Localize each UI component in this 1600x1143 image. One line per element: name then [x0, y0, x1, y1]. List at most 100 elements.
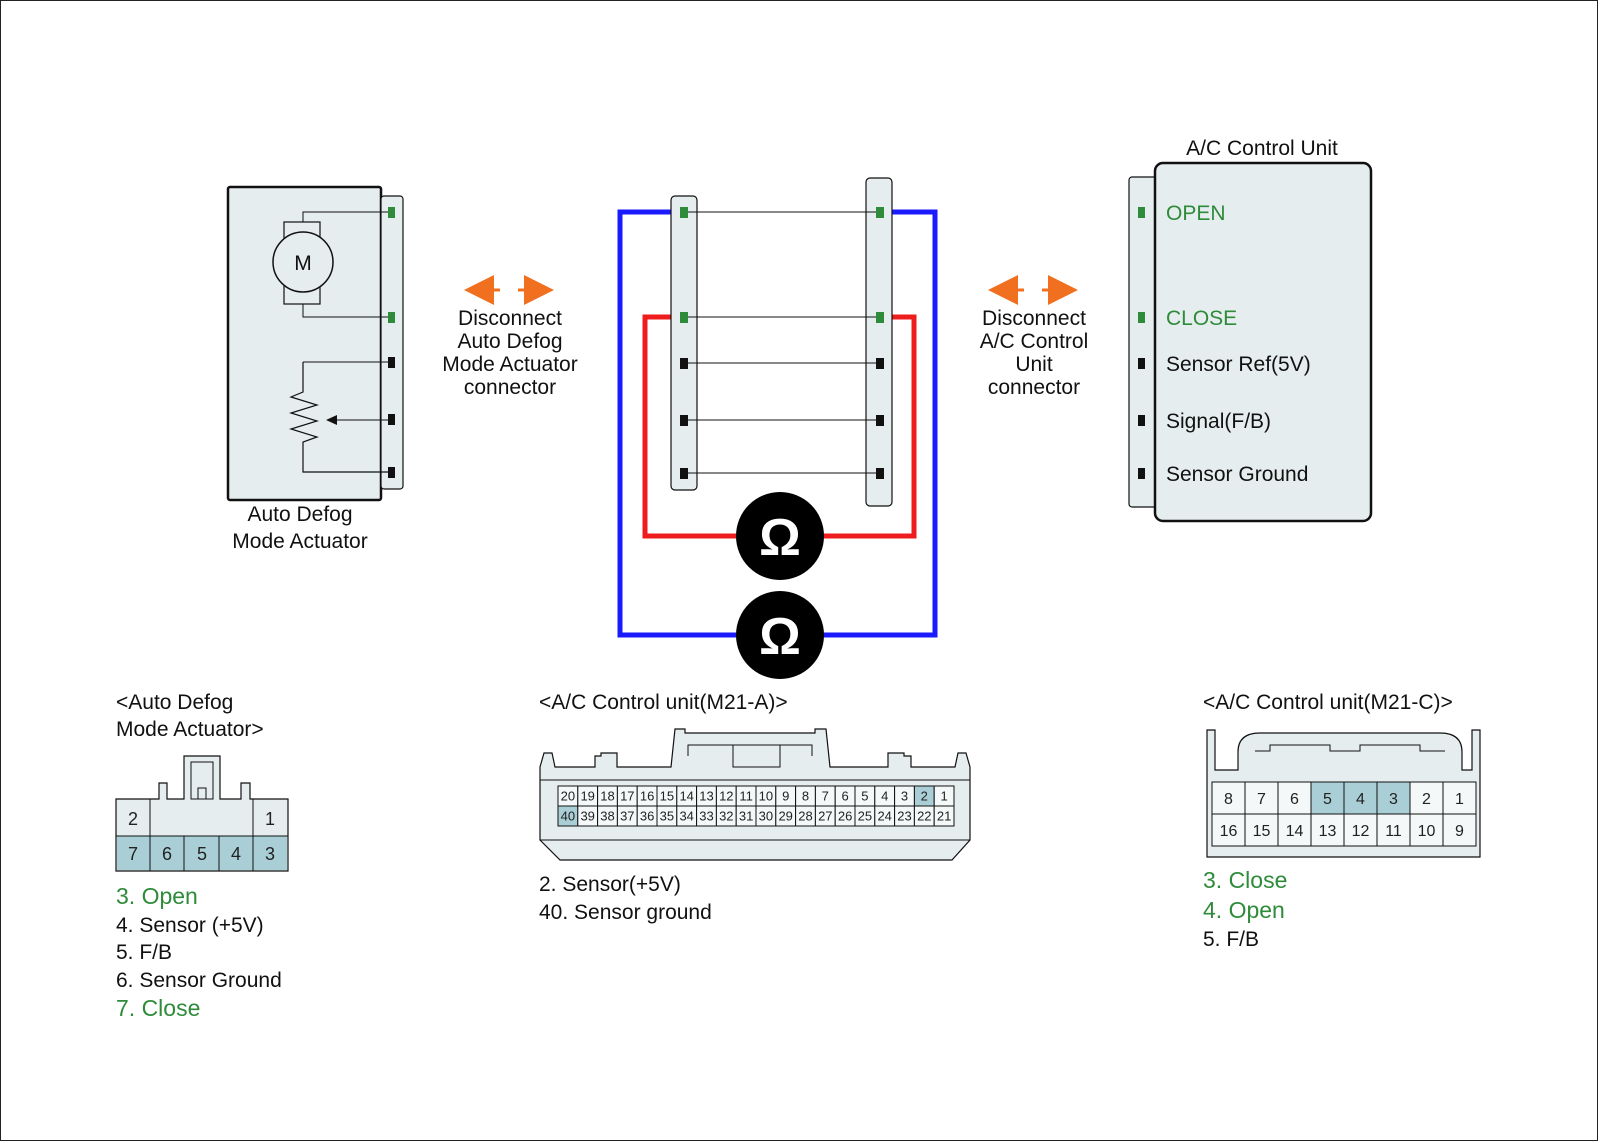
m21a-pin-number: 3 — [901, 789, 908, 804]
m21a-pin-number: 10 — [759, 789, 773, 804]
acu-pin-sensor-ref: Sensor Ref(5V) — [1166, 353, 1311, 376]
harness-connector-left — [670, 195, 698, 491]
m21a-pin-number: 21 — [937, 809, 951, 824]
m21a-pin-number: 9 — [782, 789, 789, 804]
m21a-pin-cell — [933, 805, 955, 827]
m21a-pin-number: 13 — [699, 789, 713, 804]
m21a-pin-number: 34 — [679, 809, 693, 824]
m21a-pin-number: 35 — [660, 809, 674, 824]
m21a-pin-number: 32 — [719, 809, 733, 824]
m21a-pin-number: 39 — [580, 809, 594, 824]
disconnect-right-line: Disconnect — [982, 307, 1086, 330]
actuator-pin — [388, 357, 395, 368]
disconnect-left-line: connector — [464, 376, 556, 399]
m21a-pin-number: 30 — [759, 809, 773, 824]
m21a-pin-number: 36 — [640, 809, 654, 824]
actuator-pin — [388, 207, 395, 218]
ohmmeter-icon: Ω — [736, 591, 824, 679]
disconnect-right-line: A/C Control — [980, 330, 1089, 353]
acu-box — [1128, 161, 1373, 523]
m21c-pin-cell — [1343, 813, 1378, 847]
m21c-note: 5. F/B — [1203, 928, 1259, 951]
m21a-pin-number: 40 — [561, 809, 575, 824]
m21c-pin-cell — [1211, 813, 1246, 847]
m21c-pin-number: 1 — [1455, 791, 1464, 808]
m21c-pin-number: 9 — [1455, 823, 1464, 840]
m21a-pin-number: 23 — [897, 809, 911, 824]
disconnect-right-line: Unit — [1015, 353, 1053, 376]
m21a-pin-number: 28 — [798, 809, 812, 824]
m21a-title: <A/C Control unit(M21-A)> — [539, 691, 788, 714]
m21a-pin-number: 26 — [838, 809, 852, 824]
actuator-note-close: 7. Close — [116, 995, 200, 1021]
acu-title: A/C Control Unit — [1186, 137, 1338, 160]
m21c-pin-cell — [1310, 781, 1345, 815]
actuator-note: 6. Sensor Ground — [116, 969, 282, 992]
m21c-pin-number: 14 — [1286, 823, 1304, 840]
m21a-pin-number: 2 — [921, 789, 928, 804]
harness-connector-right — [865, 177, 893, 507]
m21c-pin-cell — [1277, 813, 1312, 847]
m21c-title: <A/C Control unit(M21-C)> — [1203, 691, 1453, 714]
m21a-pin-number: 17 — [620, 789, 634, 804]
disconnect-right-line: connector — [988, 376, 1080, 399]
m21a-note: 2. Sensor(+5V) — [539, 873, 681, 896]
m21c-pin-cell — [1244, 813, 1279, 847]
m21a-pin-number: 19 — [580, 789, 594, 804]
ohmmeter-icon: Ω — [736, 492, 824, 580]
m21c-pin-cell — [1277, 781, 1312, 815]
m21a-pin-number: 16 — [640, 789, 654, 804]
actuator-note-open: 3. Open — [116, 883, 198, 909]
m21a-pin-number: 22 — [917, 809, 931, 824]
actuator-connector-title-1: <Auto Defog — [116, 691, 233, 714]
m21c-pin-number: 2 — [1422, 791, 1431, 808]
m21c-pin-cell — [1310, 813, 1345, 847]
actuator-pin — [388, 467, 395, 478]
actuator-box: M — [226, 185, 404, 502]
m21c-pin-number: 11 — [1385, 823, 1402, 840]
m21c-pin-cell — [1376, 813, 1411, 847]
m21a-pin-number: 8 — [802, 789, 809, 804]
m21c-pin-number: 16 — [1220, 823, 1238, 840]
m21c-pin-number: 8 — [1224, 791, 1233, 808]
actuator-pin-number: 2 — [128, 809, 138, 829]
acu-pin-signal: Signal(F/B) — [1166, 410, 1271, 433]
m21c-note-open: 4. Open — [1203, 897, 1285, 923]
actuator-note: 5. F/B — [116, 941, 172, 964]
m21a-pin-number: 24 — [877, 809, 891, 824]
acu-pin-close: CLOSE — [1166, 307, 1237, 330]
m21c-pin-cell — [1343, 781, 1378, 815]
m21a-pin-number: 29 — [778, 809, 792, 824]
actuator-label-2: Mode Actuator — [232, 530, 367, 553]
ohm-symbol: Ω — [759, 608, 801, 666]
actuator-connector-title-2: Mode Actuator> — [116, 718, 264, 741]
m21a-pin-number: 4 — [881, 789, 888, 804]
m21c-pin-number: 5 — [1323, 791, 1332, 808]
m21a-pin-number: 18 — [600, 789, 614, 804]
m21c-pin-number: 10 — [1418, 823, 1436, 840]
m21c-pin-number: 4 — [1356, 791, 1365, 808]
actuator-connector-face — [115, 755, 289, 872]
m21a-pin-number: 1 — [940, 789, 947, 804]
actuator-pin-number: 3 — [265, 844, 275, 864]
m21a-pin-number: 12 — [719, 789, 733, 804]
m21a-note: 40. Sensor ground — [539, 901, 712, 924]
m21a-pin-number: 38 — [600, 809, 614, 824]
m21a-pin-number: 6 — [841, 789, 848, 804]
m21a-pin-number: 15 — [660, 789, 674, 804]
disconnect-left-line: Mode Actuator — [442, 353, 577, 376]
m21a-pin-number: 25 — [858, 809, 872, 824]
m21c-pin-number: 7 — [1257, 791, 1266, 808]
actuator-note: 4. Sensor (+5V) — [116, 914, 264, 937]
acu-pin-open: OPEN — [1166, 202, 1226, 225]
motor-label: M — [294, 252, 312, 275]
m21c-pin-cell — [1442, 813, 1477, 847]
ohm-symbol: Ω — [759, 509, 801, 567]
m21c-pin-cell — [1244, 781, 1279, 815]
actuator-pin-number: 7 — [128, 844, 138, 864]
actuator-pin-number: 5 — [197, 844, 207, 864]
